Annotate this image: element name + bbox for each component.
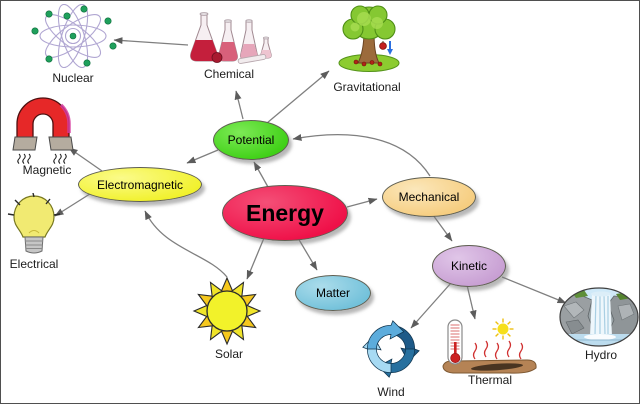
edge-energy-solar (246, 237, 265, 280)
node-potential-label: Potential (227, 133, 275, 147)
wind-label: Wind (377, 385, 405, 399)
edge-chemical-nuclear (113, 37, 189, 46)
node-energy-label: Energy (246, 199, 324, 226)
edge-kinetic-wind (410, 282, 452, 329)
thermal-label: Thermal (467, 373, 513, 387)
thermal-icon (442, 318, 537, 374)
magnet-icon (12, 97, 74, 164)
waterfall-icon (559, 287, 639, 347)
edge-energy-matter (297, 237, 318, 271)
node-mechanical: Mechanical (382, 177, 476, 217)
edge-potential-gravitational (266, 70, 330, 124)
light-bulb-icon (7, 193, 61, 254)
wind-arrows-icon (362, 320, 420, 378)
magnetic-label: Magnetic (22, 163, 72, 177)
sun-icon (192, 276, 262, 346)
chemical-label: Chemical (203, 67, 255, 81)
node-potential: Potential (213, 120, 289, 160)
edge-kinetic-thermal (466, 284, 477, 320)
edge-electromagnetic-electrical (54, 191, 94, 217)
edge-energy-mechanical (346, 197, 378, 208)
hydro-label: Hydro (584, 348, 618, 362)
edge-energy-potential (253, 161, 269, 188)
node-matter: Matter (295, 275, 371, 311)
node-mechanical-label: Mechanical (398, 190, 460, 204)
solar-label: Solar (214, 347, 244, 361)
electrical-label: Electrical (9, 257, 59, 271)
chemical-flasks-icon (190, 12, 272, 64)
edge-mechanical-kinetic (432, 214, 453, 242)
edge-mechanical-potential (292, 134, 431, 177)
gravitational-tree-icon (338, 5, 400, 72)
edge-kinetic-hydro (501, 276, 567, 304)
edge-potential-chemical (234, 90, 244, 120)
edge-electromagnetic-magnetic (68, 147, 103, 172)
node-energy: Energy (222, 185, 348, 241)
nuclear-atom-icon (31, 4, 117, 68)
node-electromagnetic: Electromagnetic (78, 167, 202, 202)
node-matter-label: Matter (315, 286, 350, 300)
edge-potential-electromagnetic (186, 149, 219, 164)
node-kinetic: Kinetic (432, 245, 506, 287)
nuclear-label: Nuclear (52, 71, 94, 85)
node-kinetic-label: Kinetic (450, 259, 488, 273)
node-electromagnetic-label: Electromagnetic (96, 177, 184, 192)
edge-solar-electromagnetic (144, 210, 228, 278)
gravitational-label: Gravitational (333, 80, 401, 94)
